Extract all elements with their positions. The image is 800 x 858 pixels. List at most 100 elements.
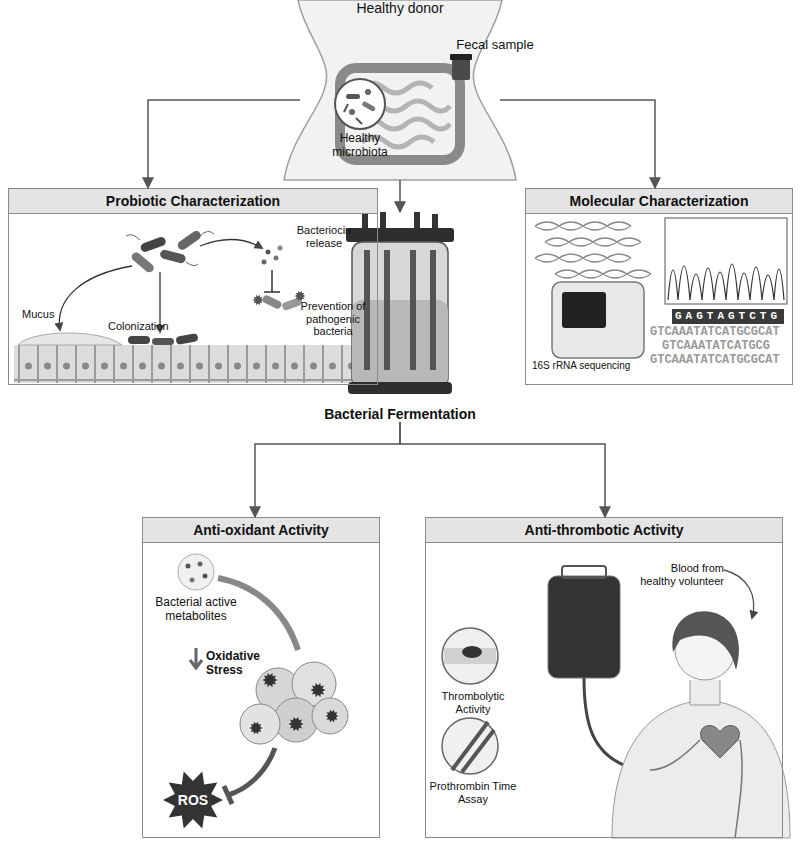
volunteer-body bbox=[612, 700, 790, 838]
node-heading: Anti-thrombotic Activity bbox=[426, 518, 782, 543]
sample-label: Fecal sample bbox=[440, 38, 550, 53]
dna-helix bbox=[535, 222, 631, 230]
flagellum bbox=[126, 231, 214, 265]
dna-helix bbox=[555, 270, 651, 278]
bacterium bbox=[365, 89, 371, 95]
probiotic-bacterium bbox=[159, 249, 186, 264]
tissue-label: Mucus bbox=[22, 308, 82, 321]
bacteriocin bbox=[266, 250, 271, 255]
bacterium bbox=[349, 109, 355, 115]
donor-figure: Healthy donor bbox=[300, 0, 500, 180]
probe bbox=[432, 214, 438, 230]
flow-arrow bbox=[400, 422, 605, 517]
colonizing-bacterium bbox=[128, 336, 150, 344]
flow-arrow bbox=[500, 100, 655, 188]
stirrer-rod bbox=[384, 250, 390, 370]
process-label: Bacteriocin release bbox=[284, 224, 364, 249]
chromatogram-peaks bbox=[668, 264, 784, 300]
ros-spot bbox=[311, 683, 326, 697]
bacteriocin bbox=[278, 246, 283, 251]
flow-arrow bbox=[255, 422, 400, 517]
node-heading: Bacterial Fermentation bbox=[324, 406, 476, 422]
damage-star bbox=[253, 295, 264, 305]
blood-vessel bbox=[650, 740, 742, 838]
stirrer-rod bbox=[430, 250, 436, 370]
metabolite-dot bbox=[198, 562, 203, 567]
volunteer-neck bbox=[690, 680, 720, 705]
clot bbox=[462, 646, 482, 658]
prothrombin-inset bbox=[442, 718, 498, 774]
ros-spot bbox=[325, 710, 338, 723]
microbiota-label: Healthy microbiota bbox=[322, 132, 398, 160]
delivery-arrow bbox=[218, 578, 298, 650]
sequencer-device bbox=[552, 282, 644, 358]
flow-arrow bbox=[399, 180, 401, 212]
metabolite-cluster bbox=[178, 554, 214, 590]
metabolite-dot bbox=[203, 574, 208, 579]
bacterium bbox=[344, 104, 362, 124]
mucus-layer bbox=[18, 333, 122, 345]
cell bbox=[312, 698, 348, 734]
heart bbox=[701, 726, 740, 758]
ros-spot bbox=[263, 673, 278, 687]
magnifier bbox=[335, 79, 385, 129]
bacterium bbox=[346, 94, 360, 99]
cell bbox=[240, 704, 280, 744]
torso-outline bbox=[284, 0, 516, 180]
inhibition-bar bbox=[264, 270, 280, 292]
bacteriocin bbox=[274, 256, 279, 261]
pathogenic-bacterium bbox=[261, 294, 283, 310]
ros-spot bbox=[249, 722, 262, 735]
node-heading: Anti-oxidant Activity bbox=[143, 518, 379, 543]
effect-label: Oxidative Stress bbox=[206, 650, 276, 678]
sample-lid bbox=[450, 54, 472, 60]
process-label: Prevention of pathogenic bacteria bbox=[292, 300, 374, 338]
probiotic-bacterium bbox=[130, 251, 156, 275]
dna-helix bbox=[535, 254, 631, 262]
blood-bag bbox=[548, 576, 620, 678]
sequence-text: GTCAAATATCATGCG bbox=[662, 340, 797, 354]
node-heading: Probiotic Characterization bbox=[9, 189, 377, 214]
chromatogram-frame bbox=[665, 218, 787, 304]
sequence-text: GTCAAATATCATGCGCAT bbox=[650, 326, 795, 340]
probe bbox=[380, 212, 386, 230]
bacteriocin bbox=[262, 260, 267, 265]
sequencer-screen bbox=[562, 292, 606, 328]
colonizing-bacterium bbox=[175, 333, 198, 345]
method-label: 16S rRNA sequencing bbox=[532, 360, 642, 372]
ros-spot bbox=[289, 717, 304, 731]
sample-cup bbox=[452, 58, 470, 80]
metabolite-label: Bacterial active metabolites bbox=[150, 596, 242, 624]
vessel-wall bbox=[452, 722, 494, 772]
process-arrow bbox=[200, 239, 262, 248]
probe bbox=[362, 214, 368, 230]
thrombolysis-inset bbox=[442, 628, 498, 684]
colonizing-bacterium bbox=[152, 338, 174, 345]
node-heading: Healthy donor bbox=[356, 0, 443, 16]
probiotic-bacterium bbox=[176, 229, 202, 251]
damage-star bbox=[295, 291, 306, 301]
stirrer-rod bbox=[410, 250, 416, 370]
cell bbox=[274, 698, 318, 742]
dna-helix bbox=[545, 238, 641, 246]
base-call: GAGTAGTCTG bbox=[672, 309, 784, 324]
process-label: Colonization bbox=[108, 320, 198, 333]
assay-label: Prothrombin Time Assay bbox=[428, 780, 518, 805]
inhibition-bar bbox=[224, 748, 275, 804]
reactor-lid bbox=[346, 228, 454, 242]
pointer-arrow bbox=[724, 570, 754, 618]
ros-label: ROS bbox=[175, 792, 211, 808]
bacterium bbox=[361, 101, 376, 112]
reactor-base bbox=[348, 382, 452, 394]
ros-burst bbox=[163, 772, 223, 829]
metabolite-dot bbox=[190, 578, 195, 583]
assay-label: Thrombolytic Activity bbox=[428, 690, 518, 715]
volunteer-hair bbox=[672, 611, 738, 670]
bag-hanger bbox=[562, 566, 606, 578]
metabolite-dot bbox=[186, 564, 191, 569]
panel-box: Anti-oxidant Activity bbox=[142, 517, 380, 838]
decrease-arrow bbox=[190, 648, 202, 668]
source-label: Blood from healthy volunteer bbox=[634, 562, 724, 587]
